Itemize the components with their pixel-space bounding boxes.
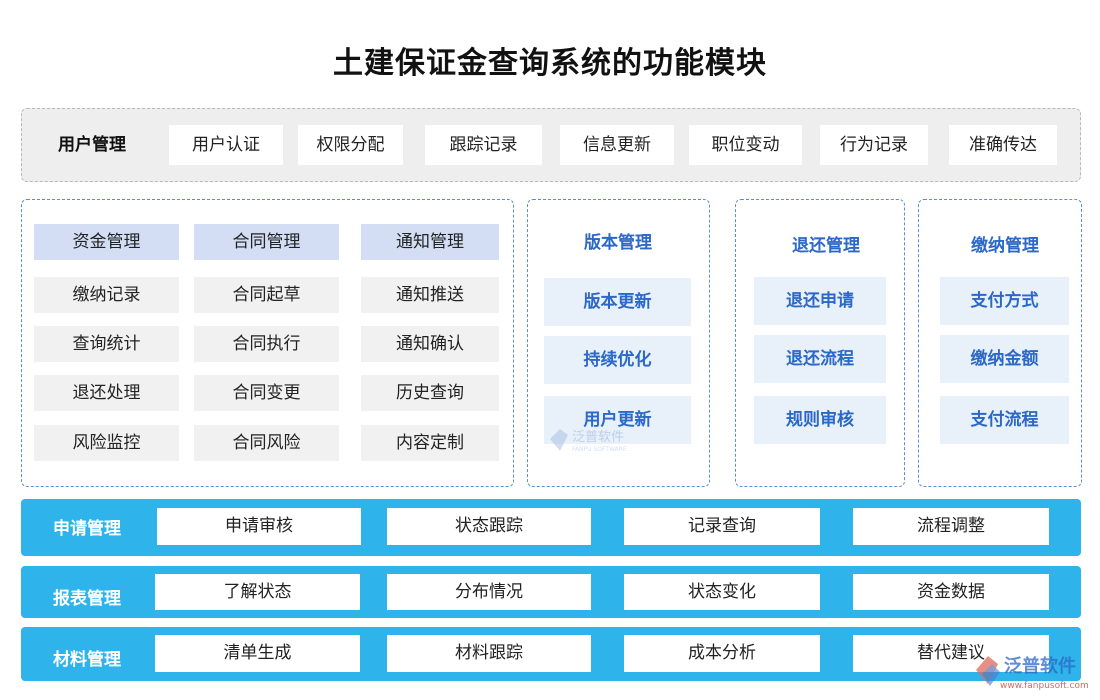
application-item: 申请审核 — [157, 508, 361, 545]
user-item: 跟踪记录 — [425, 125, 542, 165]
notice-item: 通知确认 — [361, 326, 499, 362]
user-item: 行为记录 — [820, 125, 928, 165]
report-item: 状态变化 — [624, 574, 820, 610]
user-item: 信息更新 — [560, 125, 674, 165]
version-item: 版本更新 — [544, 278, 691, 326]
payment-management-panel: 缴纳管理 支付方式 缴纳金额 支付流程 — [918, 199, 1082, 487]
watermark-en: FANPU SOFTWARE — [572, 446, 627, 453]
application-item: 状态跟踪 — [387, 508, 591, 545]
user-management-label: 用户管理 — [58, 135, 126, 155]
report-item: 分布情况 — [387, 574, 591, 610]
refund-management-panel: 退还管理 退还申请 退还流程 规则审核 — [735, 199, 905, 487]
page-title: 土建保证金查询系统的功能模块 — [333, 46, 767, 81]
refund-management-title: 退还管理 — [792, 236, 860, 256]
user-item: 权限分配 — [298, 125, 403, 165]
notice-item: 历史查询 — [361, 375, 499, 411]
report-item: 资金数据 — [853, 574, 1049, 610]
fund-item: 风险监控 — [34, 425, 179, 461]
notice-management-header: 通知管理 — [361, 224, 499, 260]
core-management-panel: 资金管理 合同管理 通知管理 缴纳记录 合同起草 通知推送 查询统计 合同执行 … — [21, 199, 514, 487]
refund-item: 退还申请 — [754, 277, 886, 325]
corner-watermark-cn: 泛普软件 — [1004, 655, 1076, 677]
payment-management-title: 缴纳管理 — [971, 236, 1039, 256]
contract-item: 合同执行 — [194, 326, 339, 362]
material-management-label: 材料管理 — [53, 650, 121, 670]
material-item: 替代建议 — [853, 635, 1049, 672]
version-item: 持续优化 — [544, 336, 691, 384]
watermark-logo: 泛普软件 FANPU SOFTWARE — [550, 429, 627, 453]
contract-management-header: 合同管理 — [194, 224, 339, 260]
payment-item: 缴纳金额 — [940, 335, 1069, 383]
fund-management-header: 资金管理 — [34, 224, 179, 260]
user-item: 职位变动 — [689, 125, 802, 165]
payment-item: 支付方式 — [940, 277, 1069, 325]
report-management-bar: 报表管理 了解状态 分布情况 状态变化 资金数据 — [21, 566, 1081, 618]
application-item: 流程调整 — [853, 508, 1049, 545]
user-management-row: 用户管理 用户认证 权限分配 跟踪记录 信息更新 职位变动 行为记录 准确传达 — [21, 108, 1081, 182]
notice-item: 内容定制 — [361, 425, 499, 461]
material-management-bar: 材料管理 清单生成 材料跟踪 成本分析 替代建议 — [21, 627, 1081, 681]
contract-item: 合同风险 — [194, 425, 339, 461]
refund-item: 退还流程 — [754, 335, 886, 383]
application-management-label: 申请管理 — [53, 519, 121, 539]
application-item: 记录查询 — [624, 508, 820, 545]
contract-item: 合同起草 — [194, 277, 339, 313]
user-item: 准确传达 — [949, 125, 1057, 165]
fund-item: 缴纳记录 — [34, 277, 179, 313]
report-management-label: 报表管理 — [53, 589, 121, 609]
fund-item: 退还处理 — [34, 375, 179, 411]
material-item: 材料跟踪 — [387, 635, 591, 672]
user-item: 用户认证 — [169, 125, 283, 165]
payment-item: 支付流程 — [940, 396, 1069, 444]
version-item: 用户更新 — [544, 396, 691, 444]
watermark-logo-icon — [550, 429, 568, 451]
watermark-cn: 泛普软件 — [572, 430, 624, 445]
version-management-panel: 版本管理 版本更新 持续优化 用户更新 — [527, 199, 710, 487]
notice-item: 通知推送 — [361, 277, 499, 313]
report-item: 了解状态 — [155, 574, 360, 610]
corner-watermark-logo: 泛普软件 www.fanpusoft.com — [976, 655, 1089, 691]
material-item: 清单生成 — [155, 635, 360, 672]
application-management-bar: 申请管理 申请审核 状态跟踪 记录查询 流程调整 — [21, 499, 1081, 556]
version-management-title: 版本管理 — [584, 233, 652, 253]
contract-item: 合同变更 — [194, 375, 339, 411]
material-item: 成本分析 — [624, 635, 820, 672]
corner-watermark-url: www.fanpusoft.com — [1000, 681, 1089, 691]
refund-item: 规则审核 — [754, 396, 886, 444]
fund-item: 查询统计 — [34, 326, 179, 362]
